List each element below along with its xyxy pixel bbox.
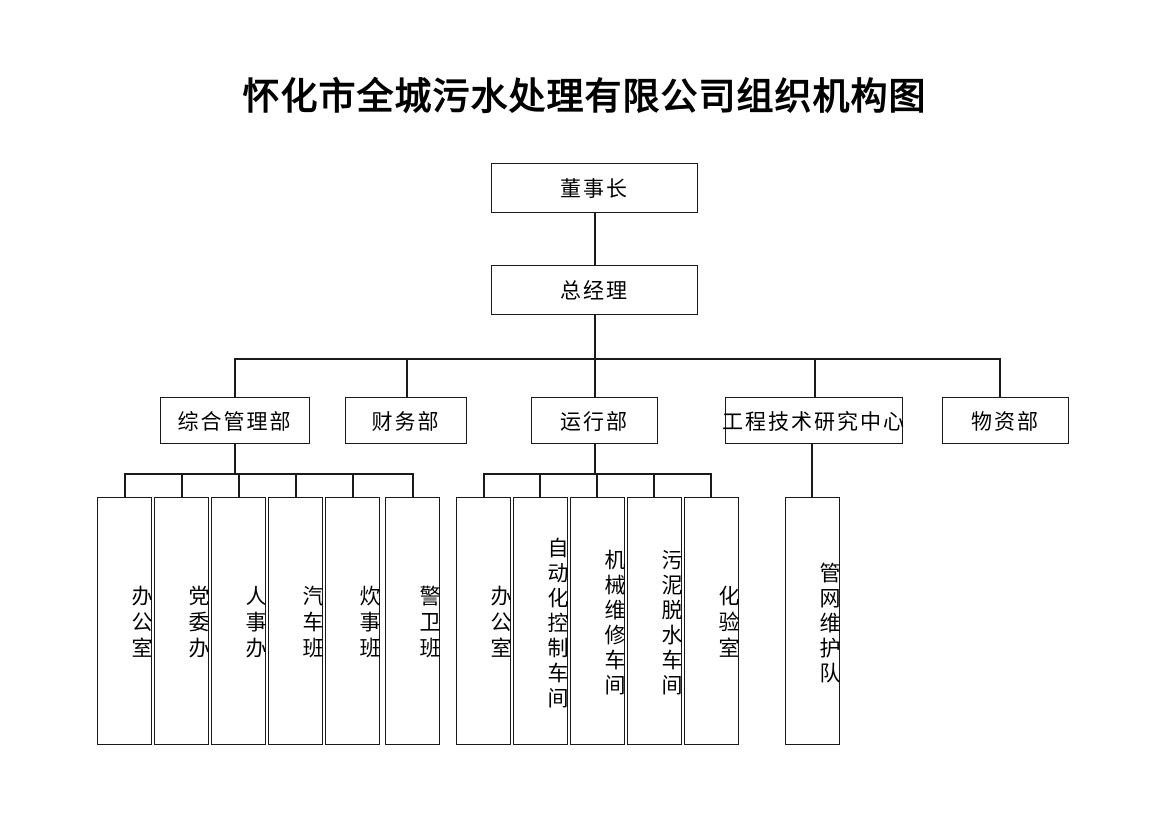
node-unit-admin-office-1[interactable]: 办公室 bbox=[97, 497, 153, 745]
node-unit-sludge-dewatering-workshop-label: 污泥脱水车间 bbox=[659, 549, 683, 699]
node-unit-laboratory[interactable]: 化验室 bbox=[684, 497, 740, 745]
node-unit-security-team[interactable]: 警卫班 bbox=[385, 497, 441, 745]
connector-bus-to-unit-automation-control-workshop bbox=[539, 473, 541, 498]
connector-bus-to-unit-catering-team bbox=[352, 473, 354, 498]
node-unit-automation-control-workshop-label: 自动化控制车间 bbox=[545, 536, 569, 712]
node-unit-admin-office-2[interactable]: 办公室 bbox=[456, 497, 512, 745]
connector-bus-to-unit-security-team bbox=[412, 473, 414, 498]
node-dept-operations[interactable]: 运行部 bbox=[531, 397, 658, 444]
node-dept-finance-label: 财务部 bbox=[371, 409, 441, 434]
connector-chairman-to-general-manager bbox=[594, 213, 596, 265]
node-unit-party-committee-office-label: 党委办 bbox=[186, 585, 210, 663]
bus-departments bbox=[234, 358, 999, 360]
connector-dept-general-admin-drop bbox=[234, 444, 236, 474]
connector-bus-to-unit-vehicle-team bbox=[295, 473, 297, 498]
node-unit-mechanical-maintenance-workshop-label: 机械维修车间 bbox=[602, 549, 626, 699]
connector-bus-to-dept-engineering-center bbox=[814, 358, 816, 398]
connector-bus-to-dept-materials bbox=[999, 358, 1001, 398]
connector-bus-to-unit-personnel-office bbox=[238, 473, 240, 498]
node-general-manager[interactable]: 总经理 bbox=[491, 265, 698, 315]
node-unit-sludge-dewatering-workshop[interactable]: 污泥脱水车间 bbox=[627, 497, 683, 745]
connector-bus-to-dept-finance bbox=[406, 358, 408, 398]
bus-general-admin-children bbox=[124, 473, 414, 475]
node-dept-engineering-center[interactable]: 工程技术研究中心 bbox=[722, 397, 906, 444]
node-dept-finance[interactable]: 财务部 bbox=[345, 397, 467, 444]
connector-bus-to-unit-laboratory bbox=[710, 473, 712, 498]
node-unit-pipe-network-maintenance-team-label: 管网维护队 bbox=[817, 561, 841, 687]
connector-general-manager-drop bbox=[594, 315, 596, 359]
node-unit-personnel-office[interactable]: 人事办 bbox=[211, 497, 267, 745]
connector-bus-to-unit-admin-office-2 bbox=[483, 473, 485, 498]
node-dept-general-admin-label: 综合管理部 bbox=[177, 409, 293, 434]
connector-bus-to-unit-sludge-dewatering-workshop bbox=[653, 473, 655, 498]
node-unit-catering-team[interactable]: 炊事班 bbox=[325, 497, 381, 745]
node-unit-automation-control-workshop[interactable]: 自动化控制车间 bbox=[513, 497, 569, 745]
node-dept-general-admin[interactable]: 综合管理部 bbox=[160, 397, 310, 444]
connector-dept-operations-drop bbox=[594, 444, 596, 474]
connector-bus-to-unit-party-committee-office bbox=[181, 473, 183, 498]
node-dept-operations-label: 运行部 bbox=[560, 409, 629, 434]
node-unit-party-committee-office[interactable]: 党委办 bbox=[154, 497, 210, 745]
node-unit-vehicle-team[interactable]: 汽车班 bbox=[268, 497, 324, 745]
node-unit-security-team-label: 警卫班 bbox=[417, 585, 441, 663]
node-dept-engineering-center-label: 工程技术研究中心 bbox=[722, 409, 906, 434]
node-unit-vehicle-team-label: 汽车班 bbox=[300, 585, 324, 663]
node-unit-admin-office-2-label: 办公室 bbox=[488, 585, 512, 663]
node-chairman-label: 董事长 bbox=[560, 177, 629, 201]
node-unit-catering-team-label: 炊事班 bbox=[357, 585, 381, 663]
node-unit-personnel-office-label: 人事办 bbox=[243, 585, 267, 663]
node-chairman[interactable]: 董事长 bbox=[491, 163, 698, 213]
node-unit-pipe-network-maintenance-team[interactable]: 管网维护队 bbox=[785, 497, 841, 745]
node-dept-materials-label: 物资部 bbox=[971, 409, 1040, 434]
connector-bus-to-dept-operations bbox=[594, 358, 596, 398]
node-unit-mechanical-maintenance-workshop[interactable]: 机械维修车间 bbox=[570, 497, 626, 745]
node-general-manager-label: 总经理 bbox=[560, 279, 629, 303]
connector-bus-to-unit-admin-office-1 bbox=[124, 473, 126, 498]
connector-bus-to-dept-general-admin bbox=[234, 358, 236, 398]
node-dept-materials[interactable]: 物资部 bbox=[942, 397, 1069, 444]
page-title: 怀化市全城污水处理有限公司组织机构图 bbox=[242, 74, 927, 118]
node-unit-admin-office-1-label: 办公室 bbox=[129, 585, 153, 663]
connector-bus-to-unit-mechanical-maintenance-workshop bbox=[596, 473, 598, 498]
connector-dept-engineering-center-to-pipe-network-team bbox=[811, 444, 813, 498]
node-unit-laboratory-label: 化验室 bbox=[716, 585, 740, 663]
